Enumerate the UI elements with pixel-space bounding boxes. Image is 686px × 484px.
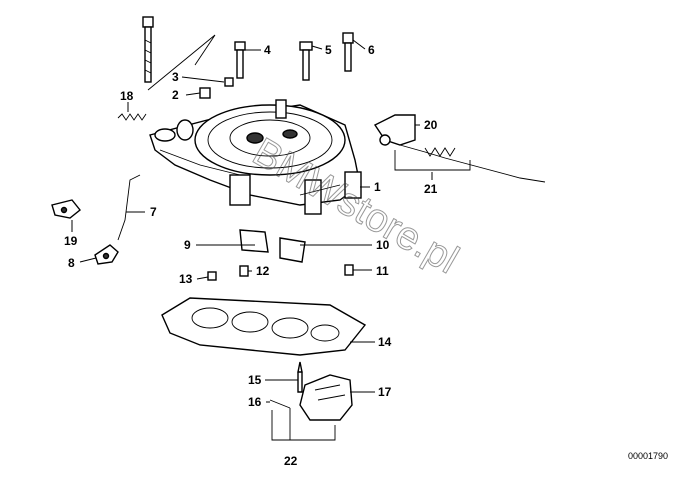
leader-lines (71, 39, 433, 403)
callout-9: 9 (184, 238, 191, 252)
screw-guide-line (147, 34, 216, 91)
long-screw (142, 16, 154, 83)
callout-18: 18 (120, 89, 134, 103)
callout-22: 22 (284, 454, 298, 468)
throttle-lever (373, 114, 546, 183)
float (299, 374, 353, 421)
callout-17: 17 (378, 385, 392, 399)
clip-10 (279, 237, 306, 263)
watermark: BMWstore.pl (246, 130, 466, 283)
callout-21: 21 (424, 182, 438, 196)
callout-19: 19 (64, 234, 78, 248)
screw-11 (344, 264, 354, 276)
callout-5: 5 (325, 43, 332, 57)
screw-4 (234, 41, 246, 79)
screw-12 (239, 265, 249, 277)
choke-rod (117, 174, 141, 241)
callout-3: 3 (172, 70, 179, 84)
gasket (161, 297, 367, 356)
spring-18 (117, 113, 147, 121)
nut-2 (199, 87, 211, 99)
carburetor-body (149, 99, 362, 215)
callout-10: 10 (376, 238, 390, 252)
callout-16: 16 (248, 395, 262, 409)
screw-3 (224, 77, 234, 87)
diagram-code: 00001790 (628, 451, 668, 461)
callout-1: 1 (374, 180, 381, 194)
callout-13: 13 (179, 272, 193, 286)
clip-9 (239, 229, 269, 253)
callout-2: 2 (172, 88, 179, 102)
screw-13 (207, 271, 217, 281)
callout-7: 7 (150, 205, 157, 219)
callout-12: 12 (256, 264, 270, 278)
linkage-bracket (394, 150, 471, 171)
bracket-22 (271, 408, 336, 441)
pin-16 (269, 399, 291, 409)
callout-20: 20 (424, 118, 438, 132)
clip-8 (94, 244, 119, 265)
screw-5 (299, 41, 313, 81)
callout-6: 6 (368, 43, 375, 57)
callout-15: 15 (248, 373, 262, 387)
screw-6 (342, 32, 354, 72)
bracket-19 (51, 199, 81, 219)
callout-14: 14 (378, 335, 392, 349)
callout-8: 8 (68, 256, 75, 270)
needle-15 (297, 361, 303, 393)
callout-4: 4 (264, 43, 271, 57)
callout-11: 11 (376, 264, 389, 278)
